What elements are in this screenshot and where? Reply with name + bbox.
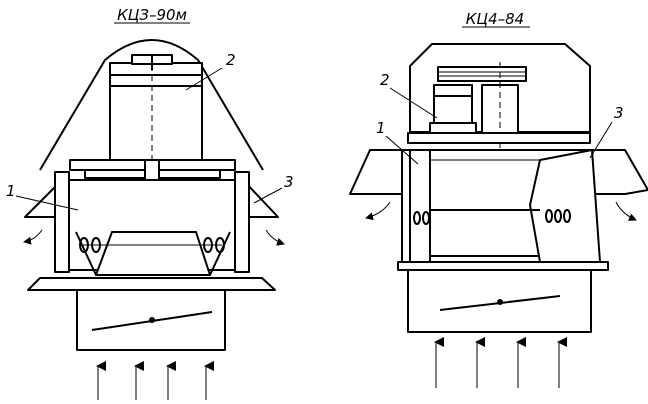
- left-leader-motor: [185, 67, 223, 91]
- right-exhaust-arrow-right: [615, 201, 637, 221]
- right-base-flange: [397, 261, 609, 271]
- right-leader-motor: [389, 87, 438, 119]
- right-pulley-belt: [437, 66, 527, 82]
- left-callout-motor: 2: [226, 51, 236, 69]
- left-motor-body: [109, 62, 203, 161]
- right-motor: [433, 84, 473, 124]
- left-damper-pivot: [149, 317, 155, 323]
- left-impeller: [95, 231, 211, 276]
- left-base-flange: [27, 277, 276, 291]
- left-leader-hood: [253, 187, 283, 204]
- left-exhaust-arrow-left: [23, 229, 43, 245]
- right-callout-frame: 1: [376, 119, 386, 137]
- left-vent-holes: [79, 237, 225, 253]
- right-intake-arrows: [434, 337, 567, 388]
- left-post-left: [54, 171, 70, 273]
- right-unit-title: КЦ4–84: [466, 10, 524, 28]
- right-leader-frame: [385, 135, 419, 165]
- right-vent-holes: [413, 209, 571, 225]
- left-leader-frame: [15, 195, 79, 211]
- left-impeller-blade-right: [209, 231, 231, 276]
- right-callout-hood: 3: [614, 104, 624, 122]
- left-callout-hood: 3: [284, 173, 294, 191]
- right-leader-hood: [589, 121, 613, 159]
- left-fan-unit: КЦЗ–90м: [6, 6, 294, 400]
- right-casing-left: [409, 149, 431, 263]
- left-unit-title: КЦЗ–90м: [117, 6, 187, 24]
- right-fan-unit: КЦ4–84: [349, 10, 648, 388]
- left-exhaust-arrow-right: [265, 229, 285, 246]
- left-callout-frame: 1: [6, 182, 16, 200]
- right-damper-pivot: [497, 299, 503, 305]
- left-post-right: [234, 171, 250, 273]
- left-hood-cap: [39, 39, 264, 171]
- right-mount-plate: [407, 132, 591, 144]
- left-impeller-blade-left: [75, 231, 97, 276]
- right-casing-scroll: [529, 149, 601, 263]
- left-intake-arrows: [96, 361, 214, 400]
- right-exhaust-arrow-left: [365, 201, 391, 221]
- right-callout-motor: 2: [380, 71, 390, 89]
